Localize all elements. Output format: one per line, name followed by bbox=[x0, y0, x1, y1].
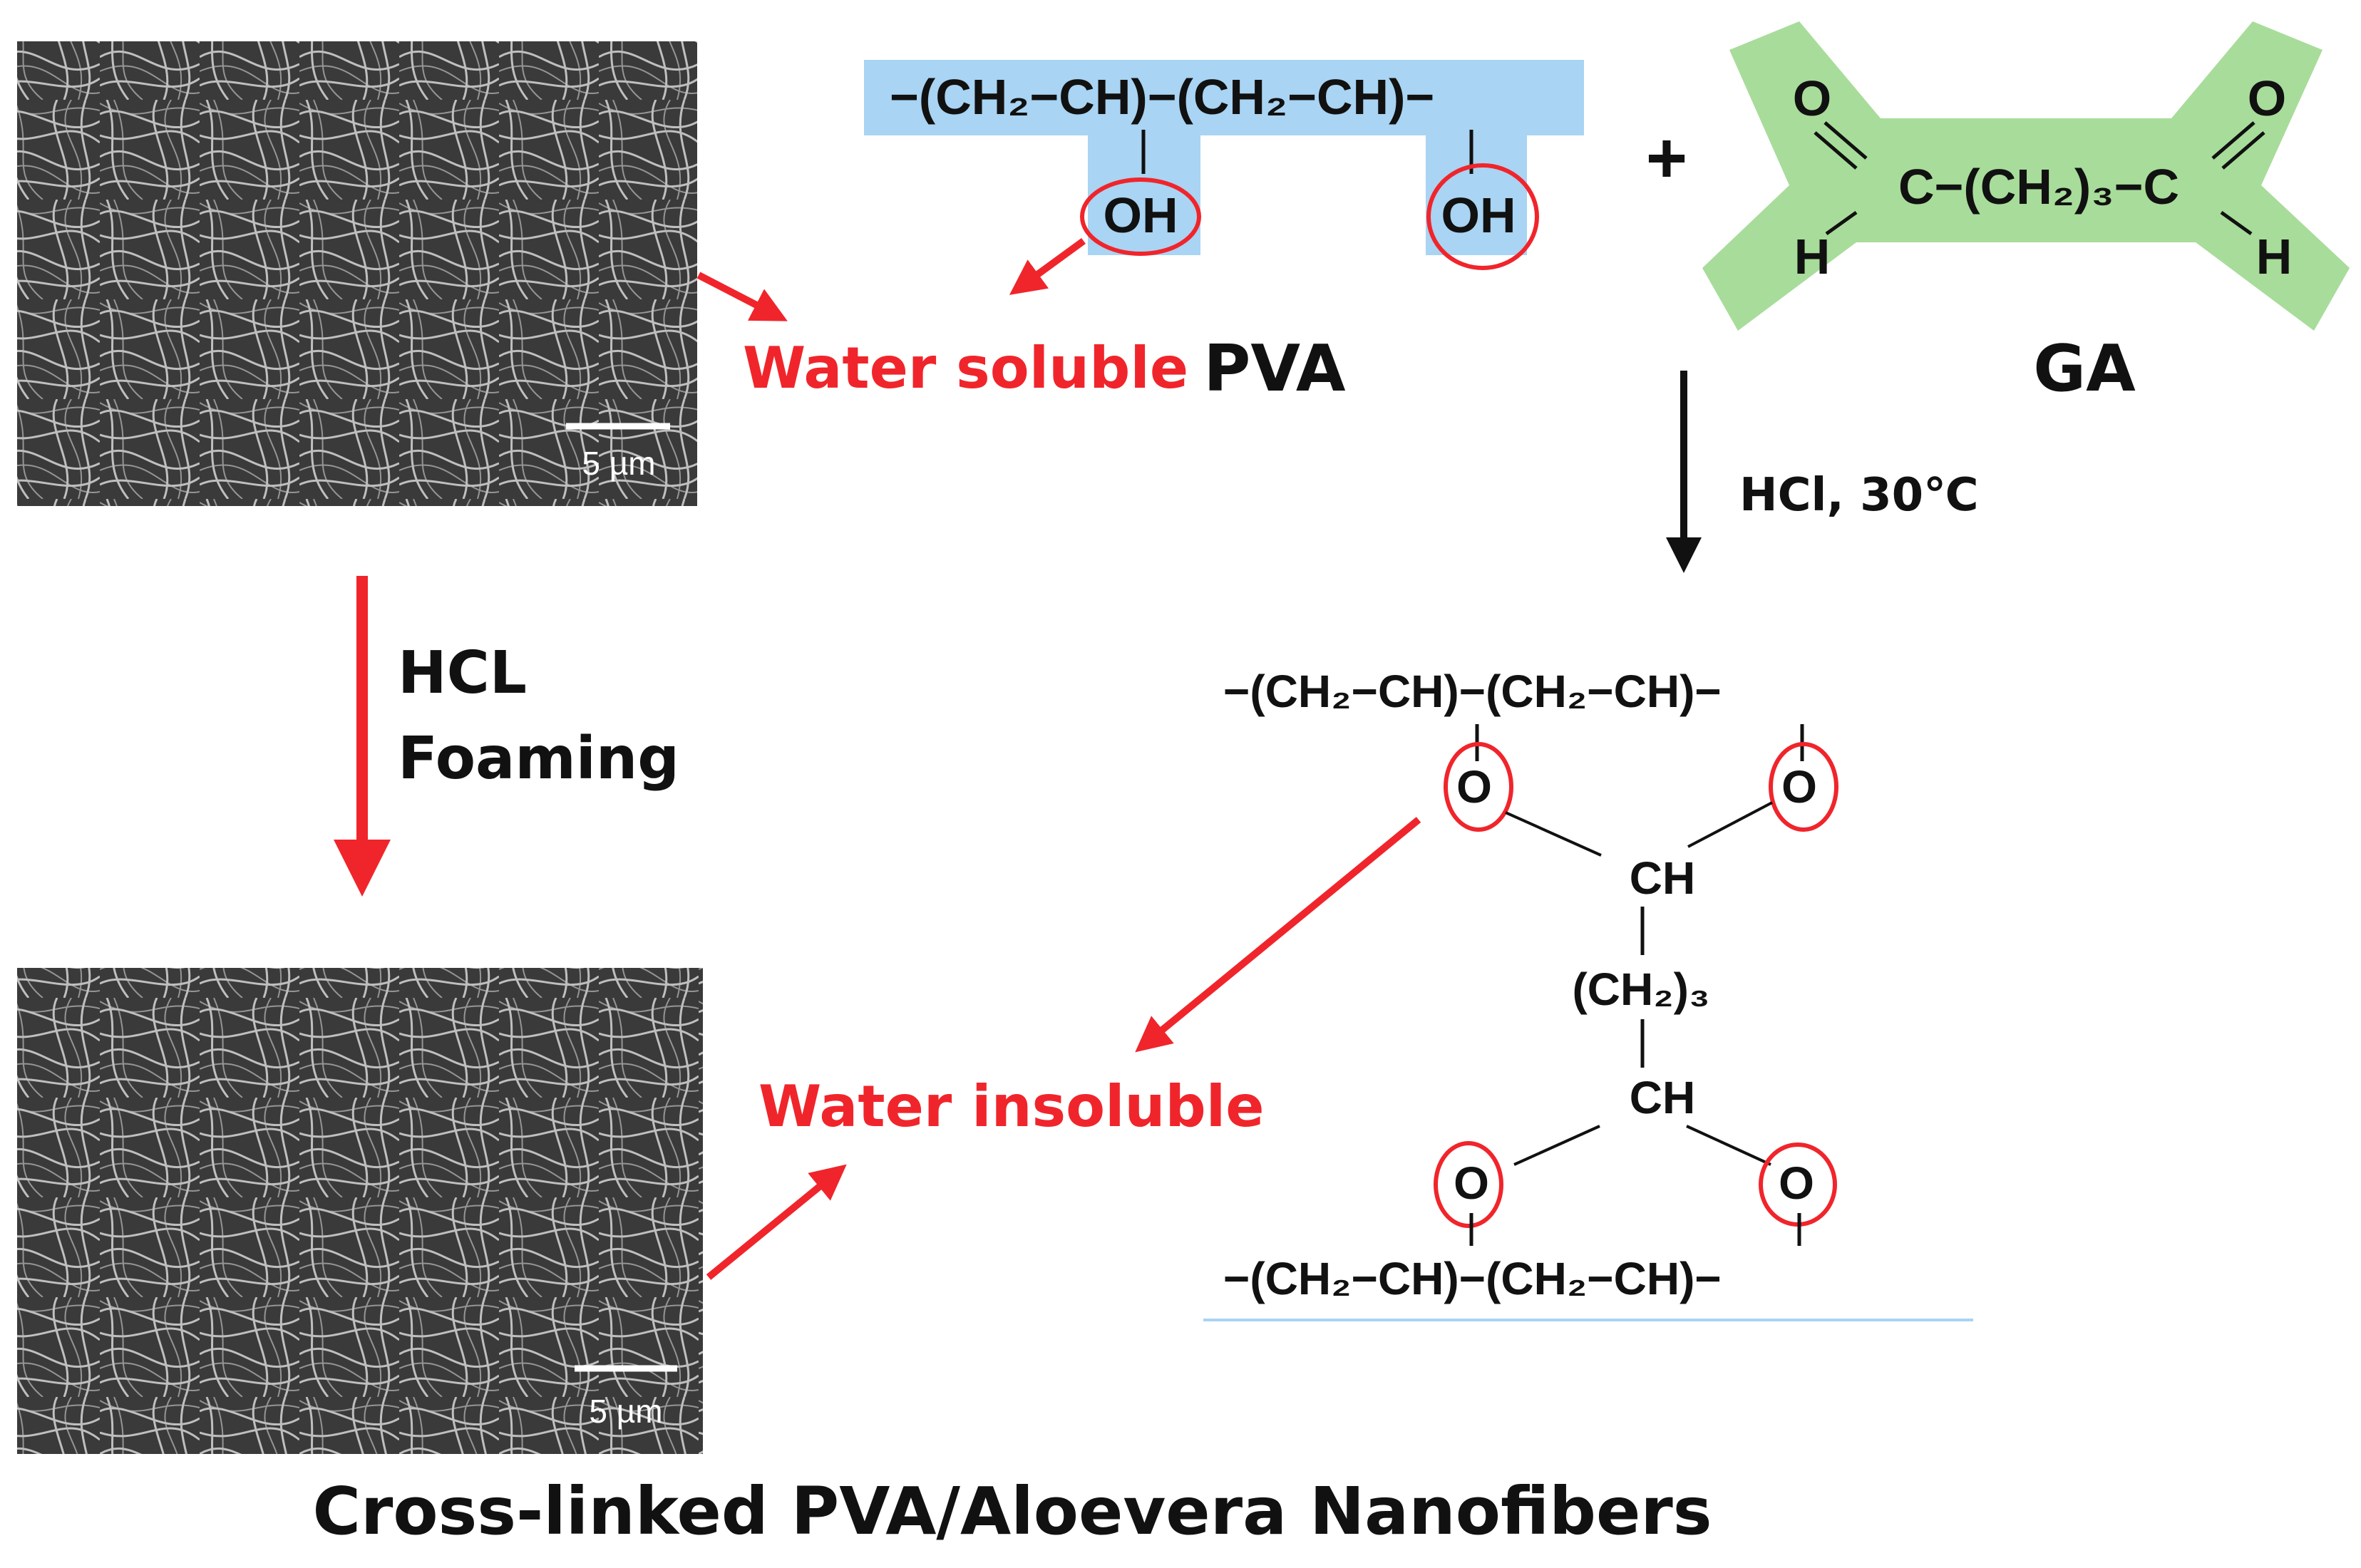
ga-double-bond-left-b bbox=[1814, 131, 1858, 170]
product-chain-top: −(CH₂−CH)−(CH₂−CH)− bbox=[1223, 666, 1722, 717]
water-insoluble-label: Water insoluble bbox=[758, 1073, 1264, 1140]
water-soluble-label: Water soluble bbox=[743, 335, 1188, 401]
oh-left-circle bbox=[1080, 177, 1201, 256]
o-top-right: O bbox=[1781, 761, 1817, 813]
sem-image-top: 5 µm bbox=[17, 41, 697, 506]
sem-bottom-texture bbox=[17, 968, 703, 1454]
o-top-right-circle bbox=[1769, 742, 1838, 832]
product-chain-bottom: −(CH₂−CH)−(CH₂−CH)− bbox=[1223, 1253, 1722, 1304]
ga-structure: O O C−(CH₂)₃−C H H GA bbox=[1702, 21, 2350, 406]
ga-double-bond-right-b bbox=[2221, 131, 2265, 170]
arrow-sem-to-soluble bbox=[696, 272, 788, 321]
ga-o-left: O bbox=[1793, 71, 1831, 126]
o-top-left-circle bbox=[1444, 742, 1513, 832]
pva-name: PVA bbox=[1203, 331, 1346, 406]
caption: Cross-linked PVA/Aloevera Nanofibers bbox=[312, 1473, 1712, 1549]
ch-lower: CH bbox=[1630, 1072, 1695, 1123]
o-top-left: O bbox=[1456, 761, 1492, 813]
arrow-o-to-insoluble bbox=[1135, 817, 1421, 1053]
process-label-hcl: HCL bbox=[398, 639, 527, 707]
pva-structure: −(CH₂−CH)−(CH₂−CH)− OH OH PVA bbox=[864, 60, 1584, 406]
pva-chain: −(CH₂−CH)−(CH₂−CH)− bbox=[890, 69, 1434, 125]
sem-image-bottom: 5 µm bbox=[17, 968, 703, 1454]
reaction-condition: HCl, 30℃ bbox=[1739, 469, 1979, 522]
ga-double-bond-left-a bbox=[1824, 121, 1868, 160]
plus-sign: + bbox=[1646, 118, 1687, 198]
ga-h-right: H bbox=[2256, 229, 2293, 284]
pva-oh-left: OH bbox=[1104, 187, 1178, 243]
bond-o-ch-lower-right bbox=[1686, 1125, 1771, 1166]
ga-double-bond-right-a bbox=[2211, 121, 2255, 160]
arrow-sem-to-insoluble bbox=[706, 1164, 847, 1280]
ga-o-right: O bbox=[2248, 71, 2286, 126]
crosslinked-structure: −(CH₂−CH)−(CH₂−CH)− O O CH (CH₂)₃ CH O O… bbox=[1203, 666, 1973, 1321]
ch-upper: CH bbox=[1630, 852, 1695, 904]
scale-bar-bottom-label: 5 µm bbox=[589, 1393, 662, 1430]
ga-backbone: C−(CH₂)₃−C bbox=[1898, 159, 2179, 215]
ga-bond-h-left bbox=[1825, 210, 1858, 236]
o-bottom-left-circle bbox=[1434, 1141, 1503, 1228]
bond-o-ch-upper-left bbox=[1505, 811, 1602, 857]
bond-o-ch-upper-right bbox=[1687, 801, 1773, 848]
pva-oh-right: OH bbox=[1441, 187, 1516, 243]
process-label-foaming: Foaming bbox=[398, 725, 679, 793]
ga-bond-h-right bbox=[2220, 210, 2253, 236]
oh-right-circle bbox=[1426, 163, 1539, 270]
ga-highlight bbox=[1702, 21, 2350, 331]
bond-o-ch-lower-left bbox=[1513, 1125, 1600, 1166]
ga-h-left: H bbox=[1794, 229, 1831, 284]
sem-top-texture bbox=[17, 41, 697, 506]
arrow-oh-to-soluble bbox=[1009, 237, 1086, 295]
ga-name: GA bbox=[2033, 331, 2136, 406]
pva-highlight bbox=[864, 60, 1584, 255]
scale-bar-top-label: 5 µm bbox=[582, 445, 655, 482]
o-bottom-left: O bbox=[1454, 1157, 1489, 1209]
o-bottom-right: O bbox=[1779, 1157, 1814, 1209]
linker: (CH₂)₃ bbox=[1572, 964, 1709, 1015]
